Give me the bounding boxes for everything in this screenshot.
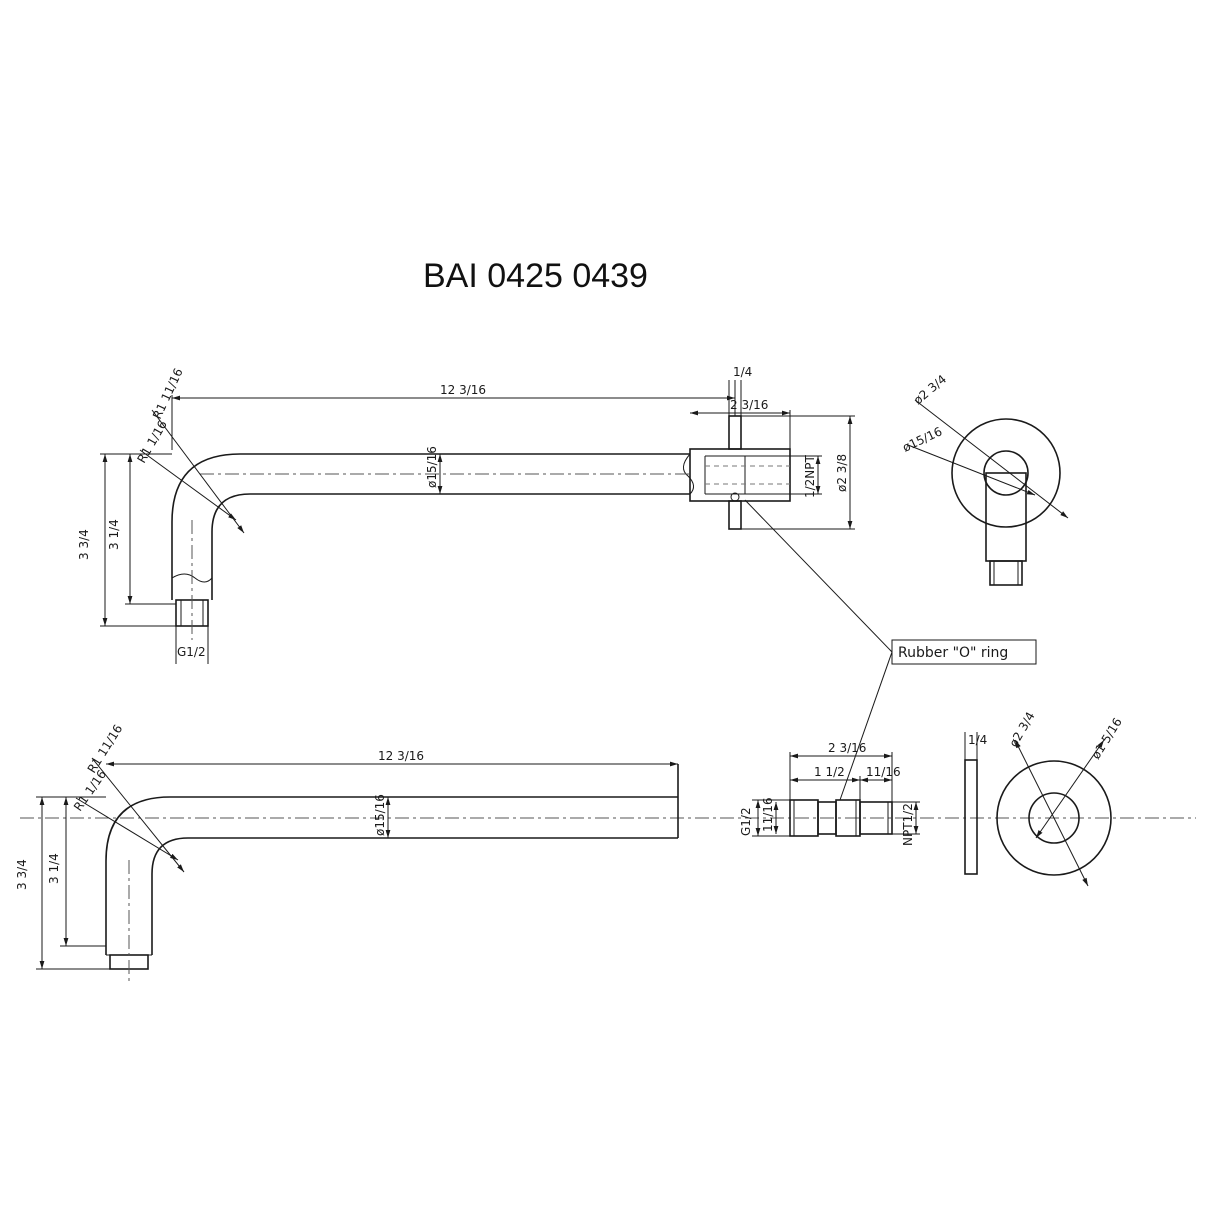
top-radius-outer-dim: R1 11/16 — [150, 366, 186, 421]
flange-face-outer-dim: ø2 3/4 — [1006, 709, 1037, 749]
fitting-right-dim: 11/16 — [866, 765, 901, 779]
flange-face-inner-dim: ø1 5/16 — [1089, 715, 1125, 761]
top-end-thread — [989, 560, 1023, 586]
fitting-g-dim: G1/2 — [739, 807, 753, 836]
top-height-outer-dim: 3 3/4 — [77, 529, 91, 560]
fitting-npt-dim: NPT1/2 — [901, 803, 915, 846]
flange-side-plate — [964, 759, 978, 875]
top-end-drop-leg — [985, 472, 1027, 562]
bottom-height-outer-dim: 3 3/4 — [15, 859, 29, 890]
callout-label: Rubber "O" ring — [898, 645, 1008, 661]
top-diameter-dim: ø15/16 — [425, 446, 439, 488]
flange-face-view: ø2 3/4 ø1 5/16 — [996, 709, 1125, 887]
top-end-pipe-circle — [983, 450, 1029, 496]
top-flange-plate-upper — [728, 415, 742, 450]
top-arm-inner-contour — [211, 493, 690, 600]
flange-side-view: 1/4 — [964, 732, 987, 875]
fitting-left-diameter-dim: 11/16 — [761, 797, 775, 832]
top-thread-g-dim: G1/2 — [177, 645, 206, 659]
top-end-view: ø2 3/4 ø15/16 — [900, 372, 1069, 586]
fitting-total-dim: 2 3/16 — [828, 741, 866, 755]
top-end-flange-circle — [951, 418, 1061, 528]
top-flange-thickness-dim: 1/4 — [733, 365, 752, 379]
fitting-detail: 2 3/16 1 1/2 11/16 G1/2 11/16 NPT1/2 — [739, 741, 920, 846]
fitting-right-thread — [859, 801, 893, 835]
bottom-arm-view: 12 3/16 3 3/4 3 1/4 R1 11/16 R1 1/16 ø15… — [15, 722, 1196, 985]
flange-side-thickness-dim: 1/4 — [968, 733, 987, 747]
top-flange-diameter-dim: ø2 3/8 — [835, 454, 849, 492]
top-arm-view: 12 3/16 1/4 2 3/16 3 3/4 3 1/4 R1 11/16 … — [77, 365, 855, 664]
top-flange-plate-lower — [728, 500, 742, 530]
bottom-arm-inner-contour — [151, 837, 678, 955]
drawing-title: BAI 0425 0439 — [423, 257, 648, 295]
top-length-dim: 12 3/16 — [440, 383, 486, 397]
top-o-ring — [730, 492, 740, 502]
o-ring-callout: Rubber "O" ring — [744, 499, 1037, 801]
fitting-mid-dim: 1 1/2 — [814, 765, 845, 779]
top-end-outer-dim: ø2 3/4 — [911, 372, 949, 407]
top-arm-outer-contour — [171, 453, 690, 600]
bottom-length-dim: 12 3/16 — [378, 749, 424, 763]
bottom-height-inner-dim: 3 1/4 — [47, 853, 61, 884]
bottom-arm-outer-contour — [105, 796, 678, 955]
top-thread-npt-dim: 1/2NPT — [803, 454, 817, 498]
top-flange-depth-dim: 2 3/16 — [730, 398, 768, 412]
bottom-radius-outer-dim: R1 11/16 — [85, 722, 126, 776]
bottom-diameter-dim: ø15/16 — [373, 794, 387, 836]
top-height-inner-dim: 3 1/4 — [107, 519, 121, 550]
